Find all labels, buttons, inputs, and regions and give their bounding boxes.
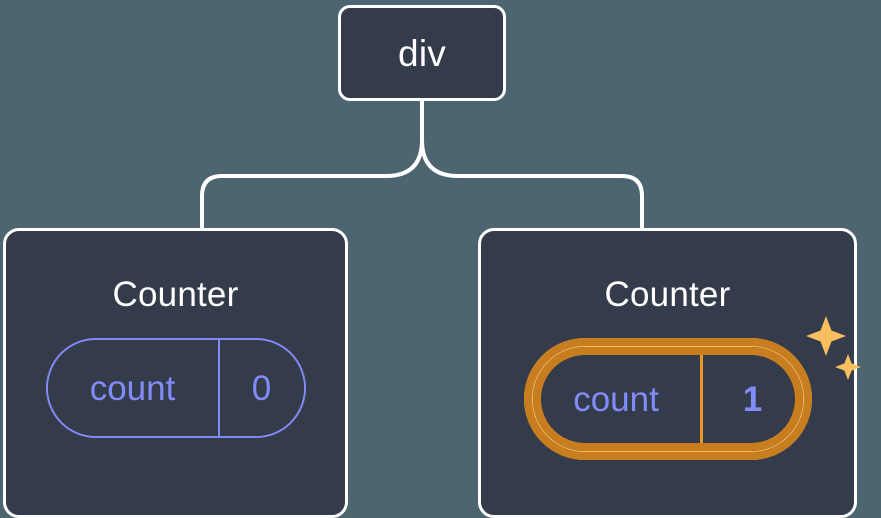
state-value-cell: 1	[702, 347, 803, 451]
state-pill-count-right[interactable]: count 1	[523, 338, 812, 460]
counter-left-title: Counter	[112, 275, 239, 314]
sparkle-large-icon	[805, 316, 846, 356]
sparkles-group	[805, 316, 861, 380]
state-key-label: count	[573, 379, 659, 419]
counter-left-state-wrap: count 0	[45, 338, 306, 438]
state-key-cell: count	[47, 340, 220, 436]
counter-right-state-wrap: count 1	[523, 316, 861, 460]
edge-root-to-counter-right	[420, 101, 644, 228]
node-div[interactable]: div	[338, 5, 506, 101]
node-counter-right[interactable]: Counter count 1	[478, 228, 861, 518]
component-tree-diagram: div Counter count 0 Counter count	[3, 5, 861, 518]
counter-right-title: Counter	[604, 275, 731, 314]
edge-root-to-counter-left	[200, 101, 424, 228]
state-key-cell: count	[532, 347, 703, 451]
state-value-label: 0	[251, 368, 272, 408]
node-counter-left[interactable]: Counter count 0	[3, 228, 348, 518]
state-key-label: count	[89, 368, 176, 408]
state-value-cell: 0	[219, 340, 304, 436]
state-pill-count-left[interactable]: count 0	[45, 338, 306, 438]
state-value-label: 1	[742, 379, 763, 419]
sparkle-small-icon	[834, 354, 861, 380]
node-div-label: div	[398, 32, 446, 74]
